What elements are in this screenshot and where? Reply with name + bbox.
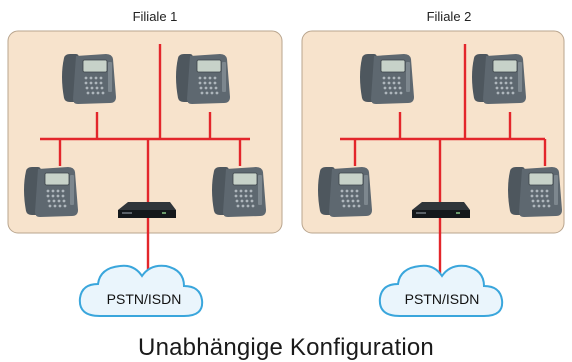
branch-1-cloud-label: PSTN/ISDN — [107, 291, 182, 307]
gateway-icon — [412, 202, 470, 218]
branch-1-lan — [40, 44, 250, 280]
ip-phone-icon — [317, 166, 373, 218]
ip-phone-icon — [507, 166, 563, 218]
branch-1 — [7, 30, 283, 317]
branch-2 — [301, 30, 565, 317]
ip-phone-icon — [175, 53, 231, 105]
branch-1-label: Filiale 1 — [132, 9, 178, 24]
branch-2-cloud-label: PSTN/ISDN — [405, 291, 480, 307]
ip-phone-icon — [471, 53, 527, 105]
gateway-icon — [118, 202, 176, 218]
diagram-caption: Unabhängige Konfiguration — [138, 334, 434, 361]
ip-phone-icon — [61, 53, 117, 105]
ip-phone-icon — [359, 53, 415, 105]
ip-phone-icon — [211, 166, 267, 218]
branch-2-label: Filiale 2 — [426, 9, 472, 24]
ip-phone-icon — [23, 166, 79, 218]
